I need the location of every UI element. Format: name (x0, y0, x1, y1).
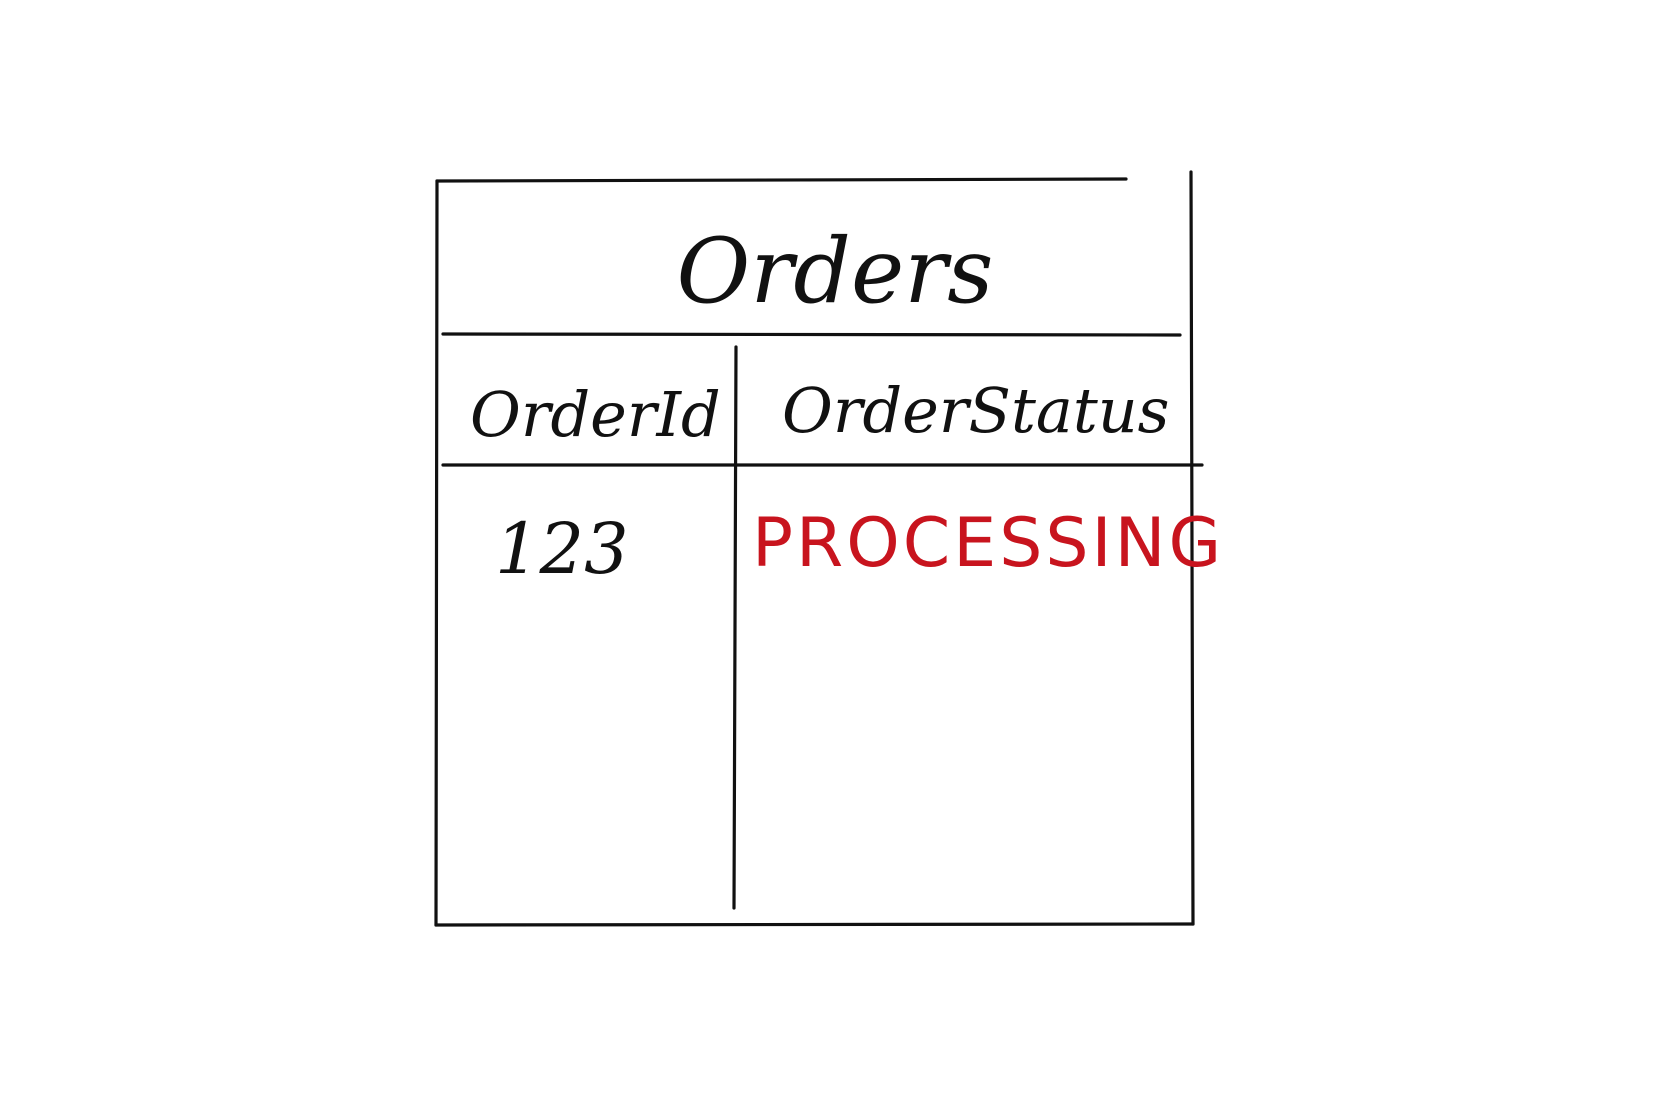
cell-order-status: PROCESSING (752, 504, 1224, 583)
column-divider (732, 345, 738, 910)
table-title: Orders (677, 219, 994, 324)
column-header-order-status: OrderStatus (782, 374, 1170, 447)
title-divider (441, 332, 1182, 337)
table-top-border (435, 177, 1128, 183)
table-right-border (1189, 170, 1195, 926)
column-header-order-id: OrderId (470, 378, 721, 451)
table-left-border (434, 179, 439, 927)
table-bottom-border (434, 922, 1195, 927)
cell-order-id: 123 (495, 508, 629, 590)
